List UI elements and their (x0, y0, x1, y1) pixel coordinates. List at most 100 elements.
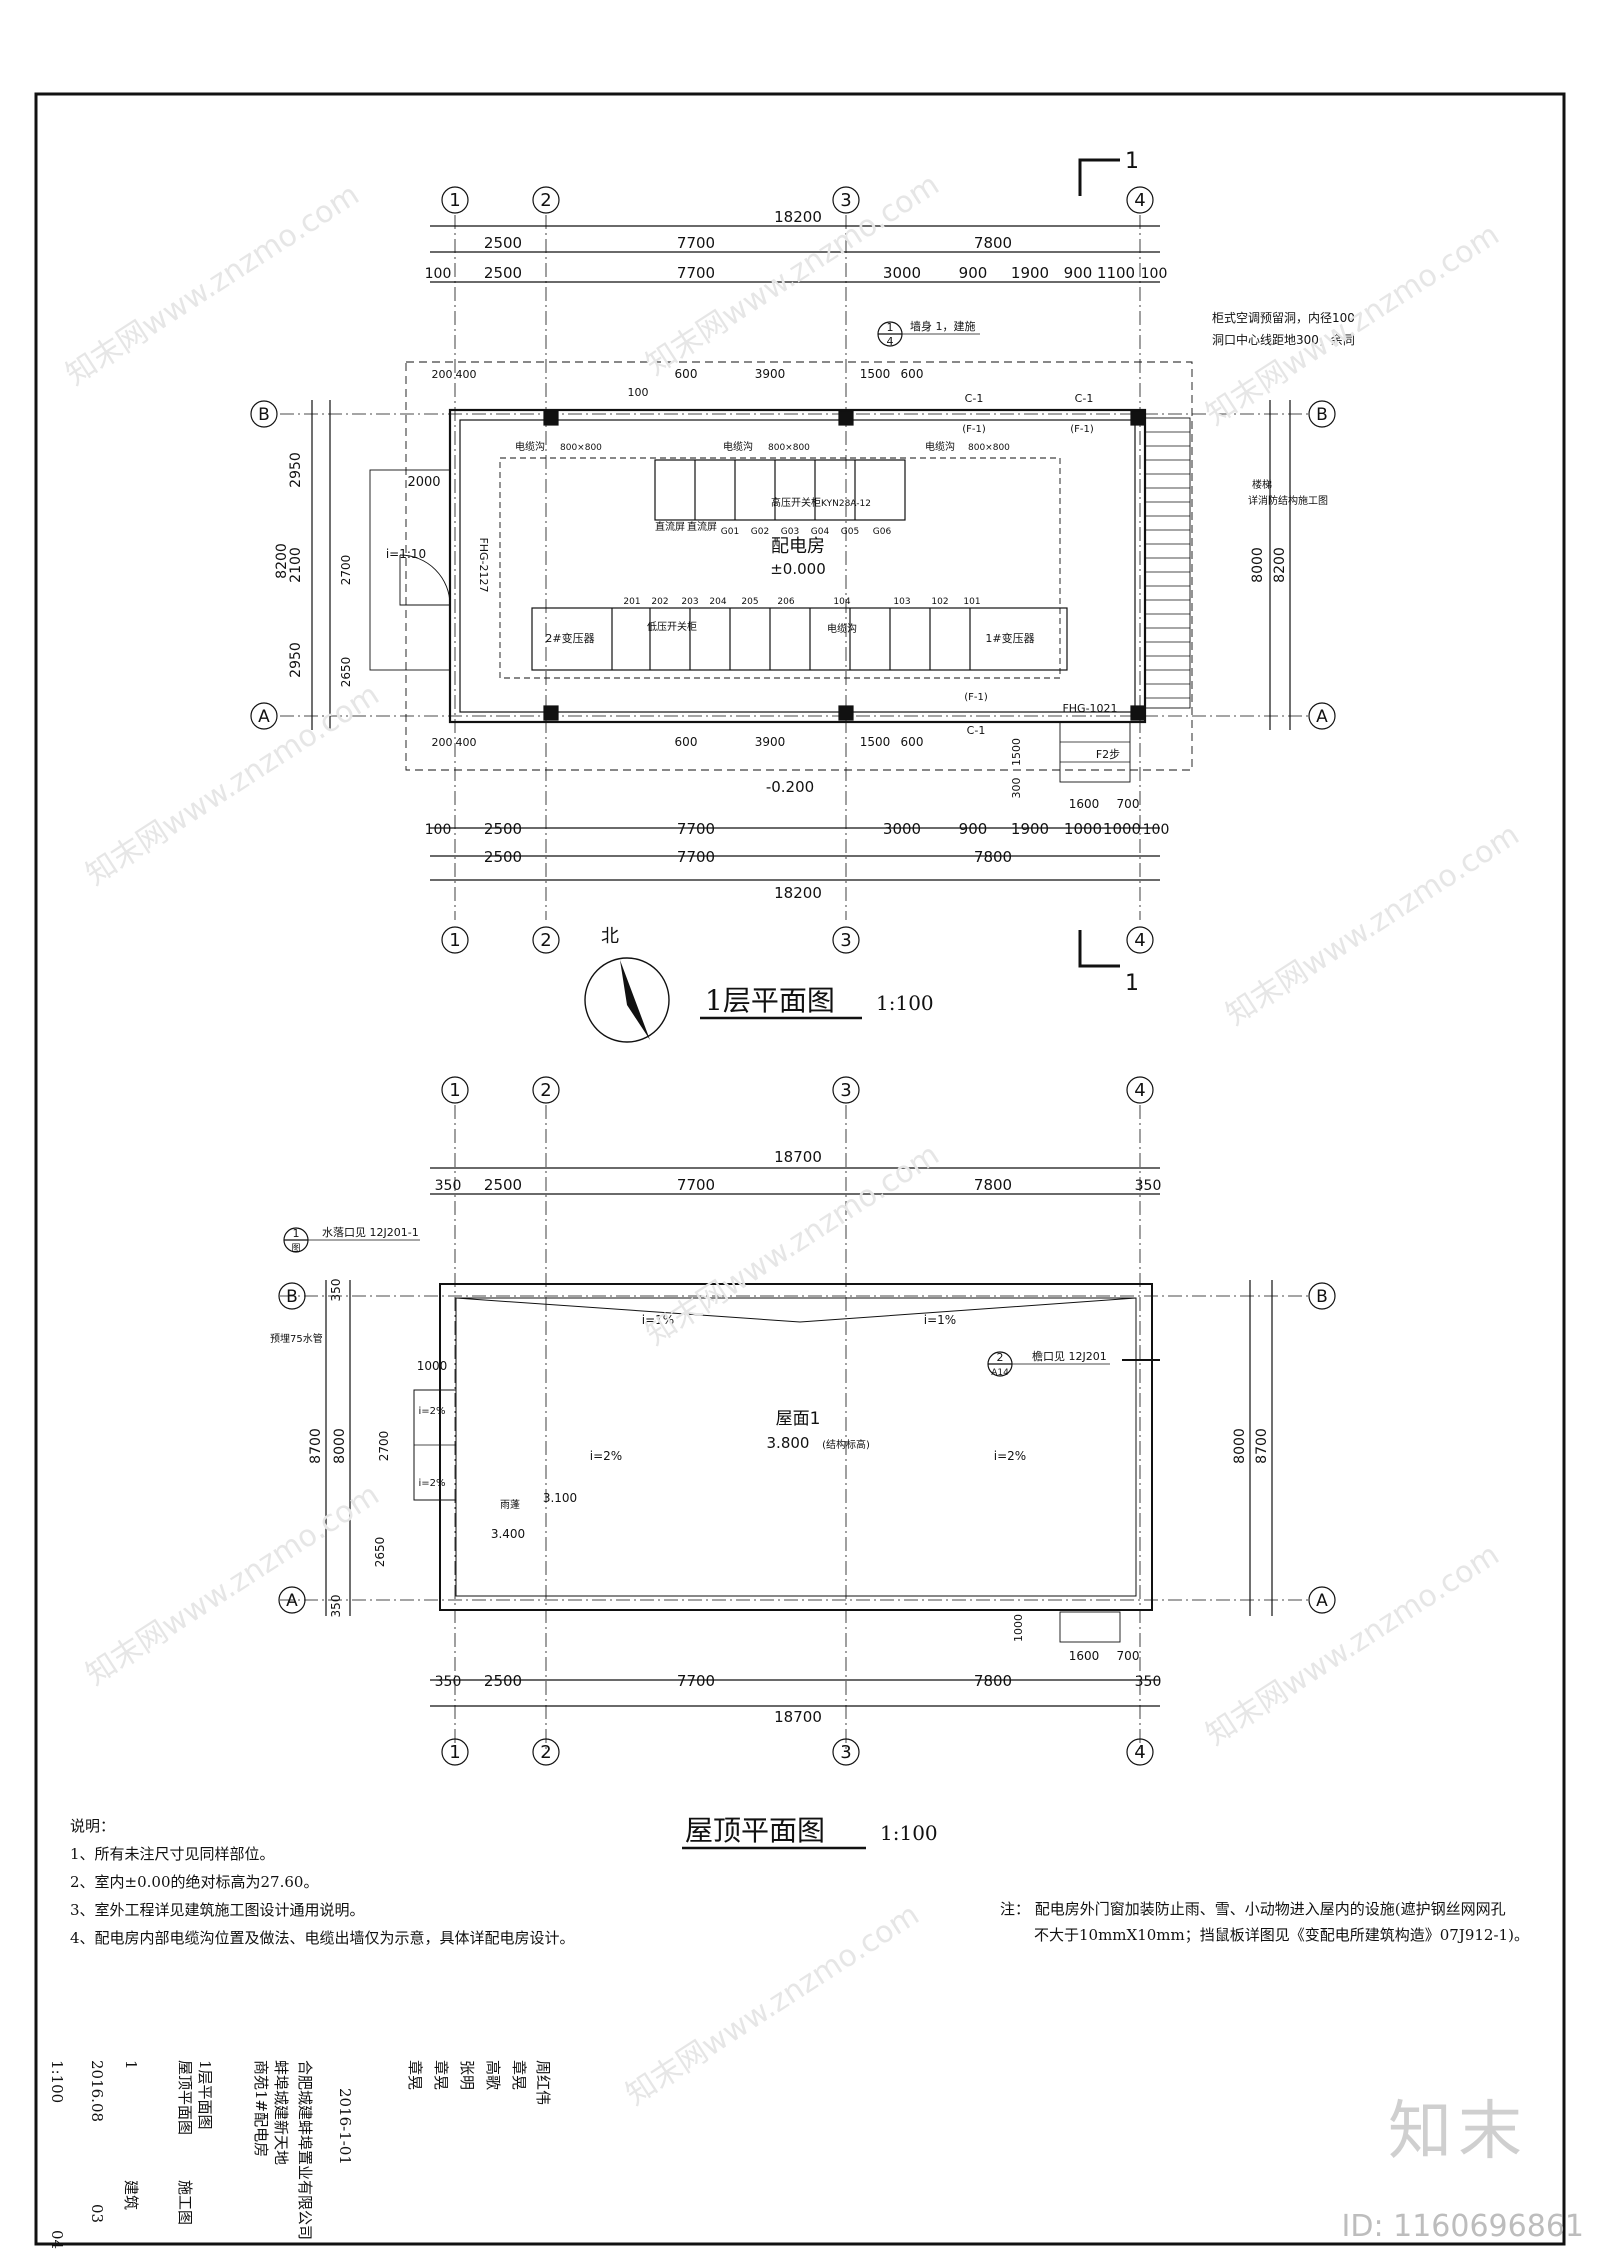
window-dim-1: 600 (675, 367, 698, 381)
roof-dim-bottom-4: 7800 (974, 1672, 1012, 1690)
roof-axis-2: 2 (540, 1080, 551, 1101)
tb-scale: 1:100 (48, 2060, 66, 2103)
canopy-low-elevation: 3.400 (491, 1527, 525, 1541)
dim-bottom-main-3: 7800 (974, 848, 1012, 866)
plan1-title: 1层平面图 (705, 984, 835, 1017)
outlet-note: 水落口见 12J201-1 (322, 1226, 419, 1239)
wall-dim-2-bottom: 400 (456, 736, 477, 749)
roof-axis-4: 4 (1134, 1080, 1145, 1101)
door-window-note: 注： 配电房外门窗加装防止雨、雪、小动物进入屋内的设施(遮护钢丝网网孔 不大于1… (1000, 1896, 1529, 1948)
plan2-scale: 1:100 (880, 1821, 938, 1845)
dim-left-2: 2100 (288, 547, 304, 583)
roof-dim-top-1: 350 (435, 1178, 462, 1194)
slope-2-right: i=2% (994, 1449, 1026, 1463)
window-f1-top: (F-1) (962, 424, 986, 435)
dim-top-detail-2: 2500 (484, 264, 522, 282)
plan1-labels: 1 2 3 4 1 2 3 4 B A B A 18200 2500 7700 … (258, 149, 1355, 1017)
cable-trench-3: 电缆沟 (925, 440, 955, 453)
dim-bottom-detail-9: 100 (1143, 822, 1170, 838)
axis-label-2: 2 (540, 190, 551, 211)
window-c1-bottom: C-1 (967, 724, 986, 737)
dim-left-3: 2950 (288, 642, 304, 678)
dim-top-detail-3: 7700 (677, 264, 715, 282)
roof-dim-left-total: 8700 (308, 1428, 324, 1464)
roof-dim-bottom-1: 350 (435, 1674, 462, 1690)
wall-dim-1: 200 (432, 368, 453, 381)
room-label: 配电房 (771, 536, 825, 557)
detail-ref-num: 1 (887, 321, 894, 334)
roof-dim-top-5: 350 (1135, 1178, 1162, 1194)
dim-bottom-total: 18200 (774, 884, 822, 902)
dim-bottom-detail-6: 1900 (1011, 820, 1049, 838)
notes-heading: 说明： (70, 1817, 116, 1835)
tb-person-6: 章晃 (510, 2060, 528, 2090)
window-dim-3: 1500 (860, 367, 891, 381)
roof-axis-1: 1 (449, 1080, 460, 1101)
plan1-scale: 1:100 (876, 991, 934, 1015)
cable-trench-1: 电缆沟 (515, 440, 545, 453)
dim-top-detail-9: 100 (1141, 266, 1168, 282)
ground-floor-plan (250, 158, 1336, 1043)
slope-1-right: i=1% (924, 1313, 956, 1327)
row-label-b-left: B (258, 405, 270, 425)
hv-g01: G01 (721, 527, 739, 537)
roof-dim-left-extra-2: 2700 (377, 1431, 391, 1462)
roof-dim-left-1: 350 (329, 1279, 343, 1302)
north-label: 北 (601, 926, 619, 947)
dim-top-detail-4: 3000 (883, 264, 921, 282)
step-dim-1: 1600 (1069, 797, 1100, 811)
general-notes: 说明： 1、所有未注尺寸见同样部位。 2、室内±0.00的绝对标高为27.60。… (70, 1812, 575, 1952)
detail-ref-den: 4 (887, 335, 894, 348)
dim-top-detail-6: 1900 (1011, 264, 1049, 282)
slope-1-left: i=1% (642, 1313, 674, 1327)
transformer-1: 1#变压器 (985, 631, 1034, 645)
dim-left-extra-3: 2000 (407, 475, 440, 490)
window-dim-4-bottom: 600 (901, 735, 924, 749)
dim-top-detail-8: 1100 (1097, 264, 1135, 282)
tb-discipline: 建筑 (122, 2180, 140, 2210)
window-dim-1-bottom: 600 (675, 735, 698, 749)
cabinet-205: 205 (741, 597, 758, 607)
roof-step-dim-1: 1600 (1069, 1649, 1100, 1663)
tb-issue-date: 2016-1-01 (336, 2088, 354, 2165)
window-f1-bottom: (F-1) (964, 692, 988, 703)
canopy-label: 雨蓬 (500, 1499, 520, 1511)
axis-label-1: 1 (449, 190, 460, 211)
roof-dim-right-total: 8700 (1254, 1428, 1270, 1464)
pipe-note: 预埋75水管 (270, 1332, 323, 1345)
cable-trench-4: 电缆沟 (827, 622, 857, 635)
window-dim-3-bottom: 1500 (860, 735, 891, 749)
roof-dim-right: 8000 (1232, 1428, 1248, 1464)
roof-dim-top-4: 7800 (974, 1176, 1012, 1194)
plan2-labels: 1 2 3 4 1 2 3 4 B A B A 18700 350 2500 7… (270, 1080, 1328, 1847)
sheet-frame (34, 92, 1566, 2246)
hv-g06: G06 (873, 527, 892, 537)
dim-top-main-1: 2500 (484, 234, 522, 252)
row-label-a-right: A (1316, 707, 1328, 727)
tb-sheet-num: 1 (122, 2060, 140, 2070)
brand-logo: 知末 (1388, 2095, 1528, 2169)
axis-label-3: 3 (840, 190, 851, 211)
roof-dim-top-3: 7700 (677, 1176, 715, 1194)
dim-top-total: 18200 (774, 208, 822, 226)
axis-label-4: 4 (1134, 190, 1145, 211)
roof-axis-3-bottom: 3 (840, 1742, 851, 1763)
tb-person-5: 周红伟 (534, 2060, 552, 2105)
outlet-ref-num: 1 (293, 1227, 300, 1240)
cabinet-101: 101 (963, 597, 980, 607)
cabinet-104: 104 (833, 597, 850, 607)
row-label-b-right: B (1316, 405, 1328, 425)
dim-left-1: 2950 (288, 452, 304, 488)
dim-bottom-main-1: 2500 (484, 848, 522, 866)
dim-right-total: 8200 (1272, 547, 1288, 583)
roof-dim-left-2: 8000 (332, 1428, 348, 1464)
dc-screen-1: 直流屏 (655, 520, 685, 533)
door-window-note-1: 注： 配电房外门窗加装防止雨、雪、小动物进入屋内的设施(遮护钢丝网网孔 (1000, 1900, 1506, 1918)
trench-size-3: 800×800 (968, 443, 1010, 453)
cabinet-103: 103 (893, 597, 910, 607)
stair-note-1: 楼梯 (1252, 478, 1272, 491)
eave-ref-num: 2 (997, 1351, 1004, 1364)
cabinet-204: 204 (709, 597, 726, 607)
section-mark-bottom: 1 (1125, 971, 1139, 996)
roof-elevation: 3.800 (767, 1434, 810, 1452)
